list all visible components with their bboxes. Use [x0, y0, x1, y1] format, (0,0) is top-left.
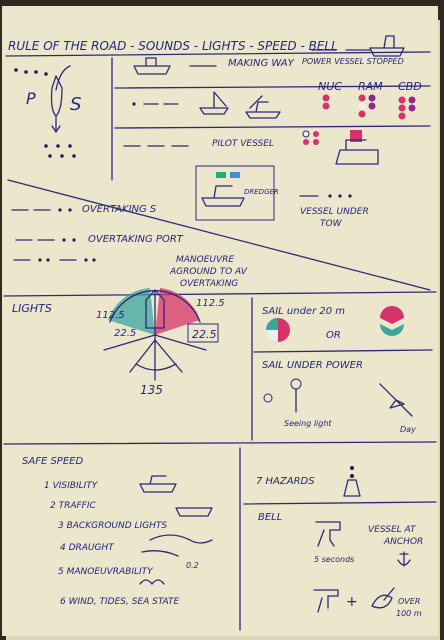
divider — [114, 85, 431, 89]
svg-text:S: S — [70, 94, 81, 115]
sail-lights-sketch: OR — [266, 306, 404, 342]
power-stopped-label: POWER VESSEL STOPPED — [302, 57, 404, 66]
speed-factor: 3 BACKGROUND LIGHTS — [58, 521, 167, 531]
restricted-line-2: AGROUND TO AV — [169, 267, 248, 277]
divider — [114, 125, 431, 129]
lights-heading: LIGHTS — [12, 302, 52, 315]
bell-heading: BELL — [258, 512, 282, 523]
sail-under-power-label: SAIL UNDER POWER — [262, 360, 363, 371]
divider — [3, 291, 437, 297]
page-title: RULE OF THE ROAD - SOUNDS - LIGHTS - SPE… — [8, 39, 338, 53]
at-anchor-line-1: VESSEL AT — [368, 525, 417, 535]
divider — [3, 441, 437, 445]
over-line-1: OVER — [398, 597, 420, 606]
angle-stern: 135 — [140, 383, 163, 397]
speed-sketches — [139, 475, 213, 585]
overtaking-entries: OVERTAKING S OVERTAKING PORT MANOEUVRE A… — [7, 179, 431, 291]
overtaking-port-label: OVERTAKING PORT — [88, 234, 184, 245]
angle-small-right: 22.5 — [192, 328, 217, 341]
angle-right: 112.5 — [196, 298, 225, 309]
ram-label: RAM — [358, 80, 383, 93]
sail-under-20-label: SAIL under 20 m — [262, 306, 345, 317]
hazards-label: 7 HAZARDS — [256, 476, 315, 487]
svg-text:P: P — [26, 89, 36, 108]
title-underline — [5, 51, 431, 57]
vessel-under-tow-entry: VESSEL UNDER TOW — [299, 194, 369, 229]
over-line-2: 100 m — [396, 609, 422, 618]
bell-signal-sketch: 5 seconds VESSEL AT ANCHOR + OVER 100 m — [313, 521, 423, 618]
speed-factor: 4 DRAUGHT — [60, 543, 115, 553]
day-label: Day — [400, 425, 416, 434]
cbd-label: CBD — [398, 80, 422, 93]
under-tow-line-2: TOW — [320, 219, 343, 229]
sail-under-power-sketch: Seeing light Day — [263, 378, 416, 434]
light-sector-diagram: 112.5 112.5 22.5 22.5 135 — [96, 288, 225, 397]
dredger-label: DREDGER — [244, 188, 279, 196]
seen-light-label: Seeing light — [284, 419, 332, 428]
pilot-vessel-entry: PILOT VESSEL — [123, 130, 379, 165]
pilot-label: PILOT VESSEL — [212, 139, 274, 149]
paper-sheet — [2, 6, 438, 636]
or-label: OR — [326, 330, 341, 341]
speed-factor: 1 VISIBILITY — [44, 481, 99, 491]
angle-left: 112.5 — [96, 310, 125, 321]
restricted-line-3: OVERTAKING — [180, 279, 238, 289]
speed-factor: 6 WIND, TIDES, SEA STATE — [60, 597, 180, 607]
buoy-sketch — [343, 466, 361, 497]
speed-factor-list: 1 VISIBILITY 2 TRAFFIC 3 BACKGROUND LIGH… — [44, 481, 199, 607]
speed-factor: 5 MANOEUVRABILITY — [58, 567, 154, 577]
speed-factor: 2 TRAFFIC — [50, 501, 97, 511]
angle-small-left: 22.5 — [114, 328, 136, 339]
divider — [253, 349, 433, 353]
speed-heading: SAFE SPEED — [22, 456, 83, 467]
restricted-line-1: MANOEUVRE — [176, 255, 234, 265]
small-value: 0.2 — [186, 561, 199, 570]
divider — [243, 501, 437, 505]
making-way-entry: MAKING WAY POWER VESSEL STOPPED — [133, 35, 405, 75]
seconds-label: 5 seconds — [314, 555, 354, 564]
making-way-label: MAKING WAY — [228, 58, 295, 69]
under-tow-line-1: VESSEL UNDER — [300, 207, 369, 217]
nuc-ram-cbd-entry: NUC RAM CBD — [132, 80, 422, 120]
at-anchor-line-2: ANCHOR — [383, 537, 423, 547]
plus-sign: + — [346, 594, 358, 610]
nuc-label: NUC — [318, 80, 342, 93]
sound-signal-sketch: P S — [14, 65, 81, 158]
dredger-entry: DREDGER — [195, 165, 279, 221]
